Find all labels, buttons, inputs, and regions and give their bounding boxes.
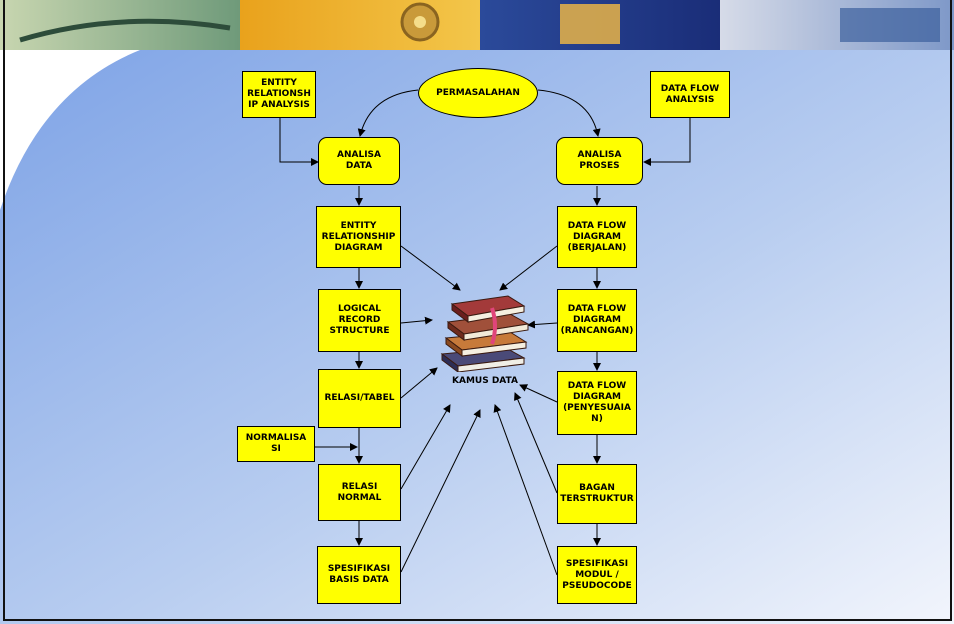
node-permasalahan: PERMASALAHAN bbox=[418, 68, 538, 118]
node-spesifikasi-modul: SPESIFIKASI MODUL / PSEUDOCODE bbox=[557, 546, 637, 604]
node-dfd-berjalan: DATA FLOW DIAGRAM (BERJALAN) bbox=[557, 206, 637, 268]
node-relasi-normal: RELASI NORMAL bbox=[318, 464, 401, 521]
node-entity-relationship-diagram: ENTITY RELATIONSHIP DIAGRAM bbox=[316, 206, 401, 268]
node-bagan-terstruktur: BAGAN TERSTRUKTUR bbox=[557, 464, 637, 524]
node-normalisasi: NORMALISA SI bbox=[237, 426, 315, 462]
node-spesifikasi-basis-data: SPESIFIKASI BASIS DATA bbox=[317, 546, 401, 604]
books-icon bbox=[440, 295, 530, 372]
node-analisa-proses: ANALISA PROSES bbox=[556, 137, 643, 185]
node-analisa-data: ANALISA DATA bbox=[318, 137, 400, 185]
node-dfd-rancangan: DATA FLOW DIAGRAM (RANCANGAN) bbox=[557, 289, 637, 352]
header-banner-image bbox=[0, 0, 954, 50]
node-relasi-tabel: RELASI/TABEL bbox=[318, 369, 401, 428]
node-dfd-penyesuaian: DATA FLOW DIAGRAM (PENYESUAIA N) bbox=[557, 371, 637, 435]
node-data-flow-analysis: DATA FLOW ANALYSIS bbox=[650, 71, 730, 118]
node-logical-record-structure: LOGICAL RECORD STRUCTURE bbox=[318, 289, 401, 352]
kamus-data-label: KAMUS DATA bbox=[452, 376, 518, 386]
node-entity-relationship-analysis: ENTITY RELATIONSH IP ANALYSIS bbox=[242, 71, 316, 118]
